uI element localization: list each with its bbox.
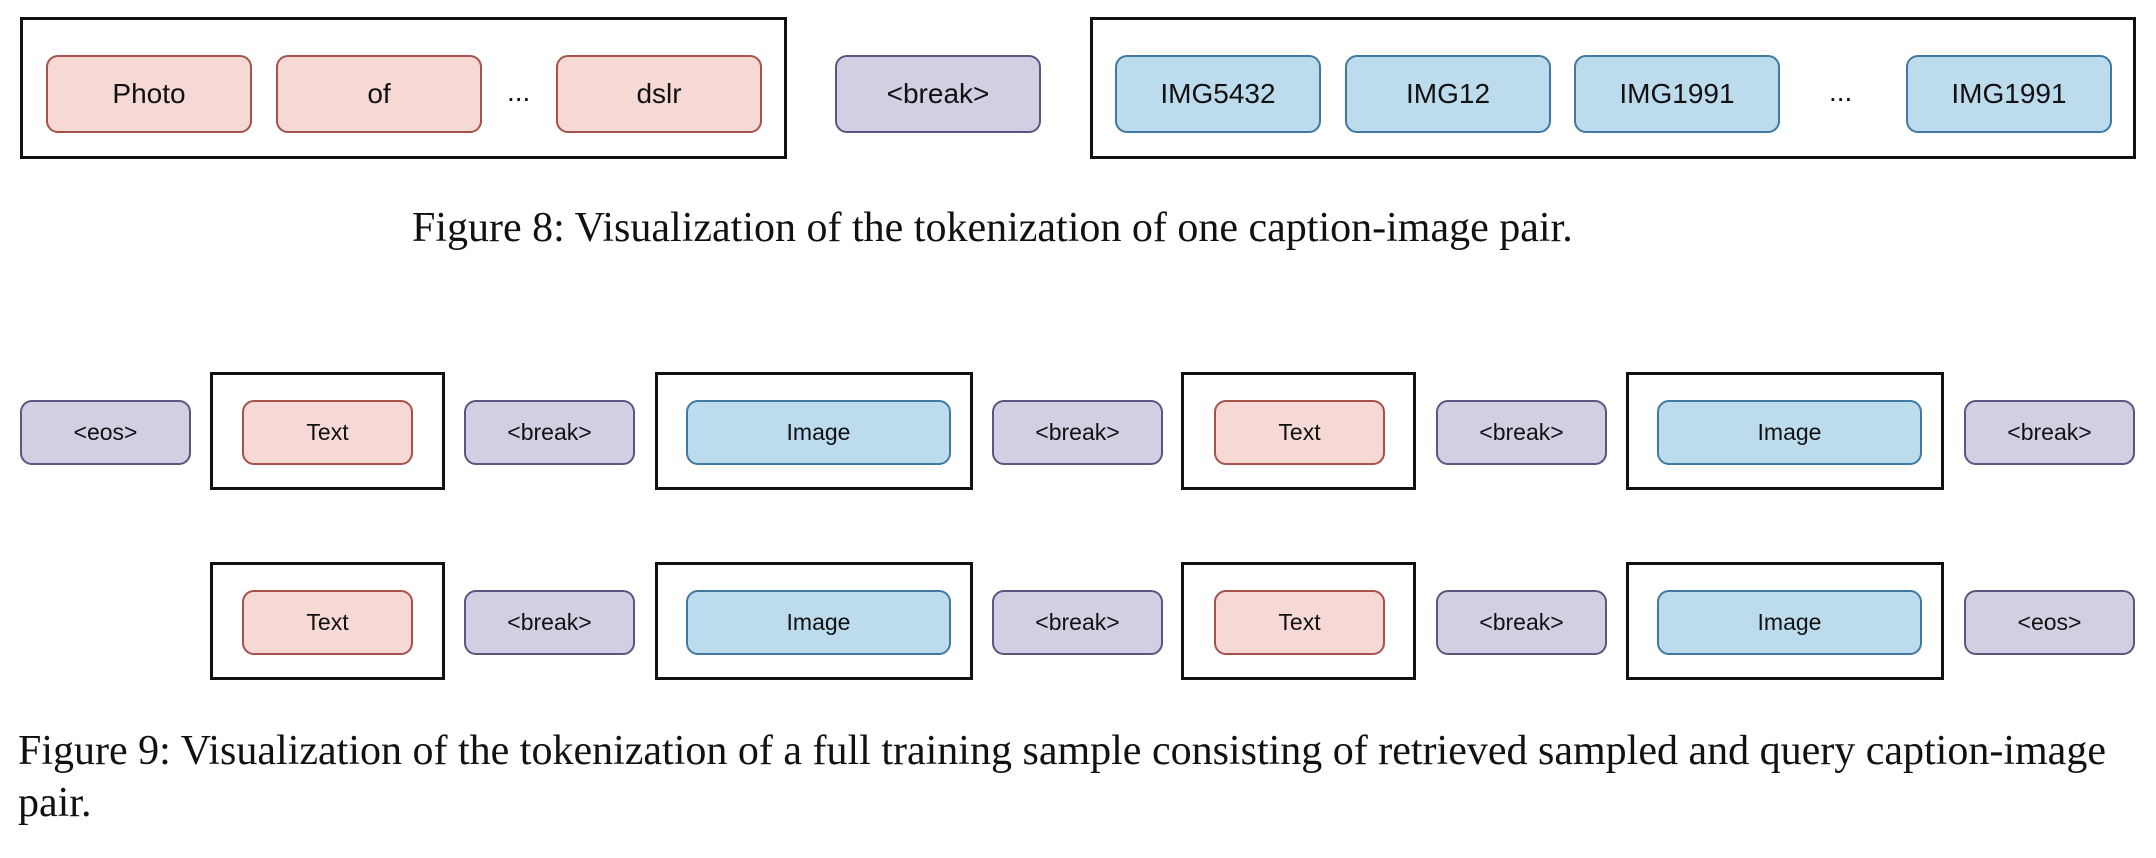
image-token: Image xyxy=(1657,400,1922,465)
break-token: <break> xyxy=(1436,400,1607,465)
break-token: <break> xyxy=(464,590,635,655)
break-token: <break> xyxy=(835,55,1041,133)
caption-token: dslr xyxy=(556,55,762,133)
figure-9-caption: Figure 9: Visualization of the tokenizat… xyxy=(18,728,2106,826)
text-token: Text xyxy=(242,590,413,655)
image-token: IMG12 xyxy=(1345,55,1551,133)
image-token: IMG1991 xyxy=(1906,55,2112,133)
break-token: <break> xyxy=(1436,590,1607,655)
image-token: IMG5432 xyxy=(1115,55,1321,133)
image-ellipsis: ... xyxy=(1829,76,1853,107)
image-token: Image xyxy=(686,590,951,655)
image-token: Image xyxy=(1657,590,1922,655)
text-token: Text xyxy=(242,400,413,465)
caption-ellipsis: ... xyxy=(507,76,531,107)
break-token: <break> xyxy=(1964,400,2135,465)
image-token: IMG1991 xyxy=(1574,55,1780,133)
eos-token: <eos> xyxy=(1964,590,2135,655)
eos-token: <eos> xyxy=(20,400,191,465)
figure-8-caption: Figure 8: Visualization of the tokenizat… xyxy=(412,205,1573,251)
text-token: Text xyxy=(1214,400,1385,465)
break-token: <break> xyxy=(992,590,1163,655)
text-token: Text xyxy=(1214,590,1385,655)
image-token: Image xyxy=(686,400,951,465)
caption-token: of xyxy=(276,55,482,133)
break-token: <break> xyxy=(992,400,1163,465)
break-token: <break> xyxy=(464,400,635,465)
caption-token: Photo xyxy=(46,55,252,133)
